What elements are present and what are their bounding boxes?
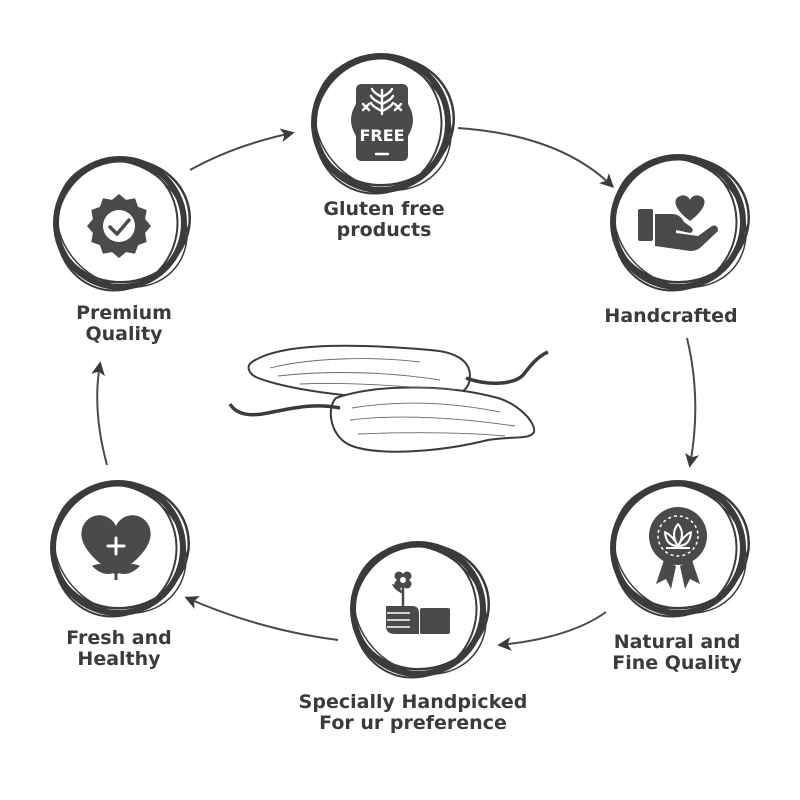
label-line: Natural and [613, 631, 741, 653]
arrow-premium-to-gluten [189, 128, 295, 171]
label-line: For ur preference [319, 712, 507, 734]
node-gluten-free: FREE [311, 53, 456, 195]
node-specially-handpicked [350, 541, 491, 679]
label-specially-handpicked: Specially Handpicked For ur preference [299, 692, 528, 734]
arrow-handcrafted-to-natural [685, 337, 699, 468]
sketch-circle [53, 156, 192, 292]
node-natural-fine-quality [610, 480, 751, 618]
arrow-fresh-to-premium [91, 361, 108, 466]
label-line: Fresh and [66, 627, 172, 649]
chili-hatching [269, 358, 516, 437]
label-line: Fine Quality [612, 652, 742, 674]
chili-front [329, 386, 536, 453]
label-line: Gluten free [323, 198, 445, 220]
sketch-circle [610, 480, 751, 618]
arrow-handpicked-to-fresh [184, 596, 339, 641]
cycle-arrows [91, 127, 699, 651]
sketch-circle [350, 541, 491, 679]
lotus-rosette-icon [649, 507, 707, 589]
label-fresh-healthy: Fresh and Healthy [66, 628, 171, 670]
chili-front-stem [228, 402, 341, 417]
arrow-natural-to-handpicked [497, 611, 607, 651]
badge-text: FREE [359, 126, 404, 145]
label-line: Premium [76, 302, 172, 324]
sketch-circle [311, 53, 456, 195]
sketch-circle [50, 480, 191, 618]
chili-peppers-icon [228, 344, 549, 453]
free-badge-icon: FREE [351, 84, 413, 161]
label-natural-fine-quality: Natural and Fine Quality [612, 632, 742, 674]
sketch-circle [610, 154, 751, 292]
check-seal-icon [87, 194, 151, 258]
label-line: Handcrafted [604, 305, 738, 327]
heart-plant-icon [81, 515, 151, 580]
label-line: Specially Handpicked [298, 691, 528, 713]
label-gluten-free: Gluten free products [323, 199, 444, 241]
node-premium-quality [53, 156, 192, 292]
label-line: Quality [85, 323, 163, 345]
label-line: Healthy [77, 648, 161, 670]
hand-flower-icon [386, 571, 450, 634]
chili-back-stem [465, 350, 549, 385]
node-handcrafted [610, 154, 751, 292]
label-premium-quality: Premium Quality [76, 303, 172, 345]
arrow-gluten-to-handcrafted [457, 127, 614, 188]
node-fresh-healthy [50, 480, 191, 618]
label-line: products [336, 219, 432, 241]
label-handcrafted: Handcrafted [604, 306, 737, 327]
hand-heart-icon [638, 195, 718, 251]
